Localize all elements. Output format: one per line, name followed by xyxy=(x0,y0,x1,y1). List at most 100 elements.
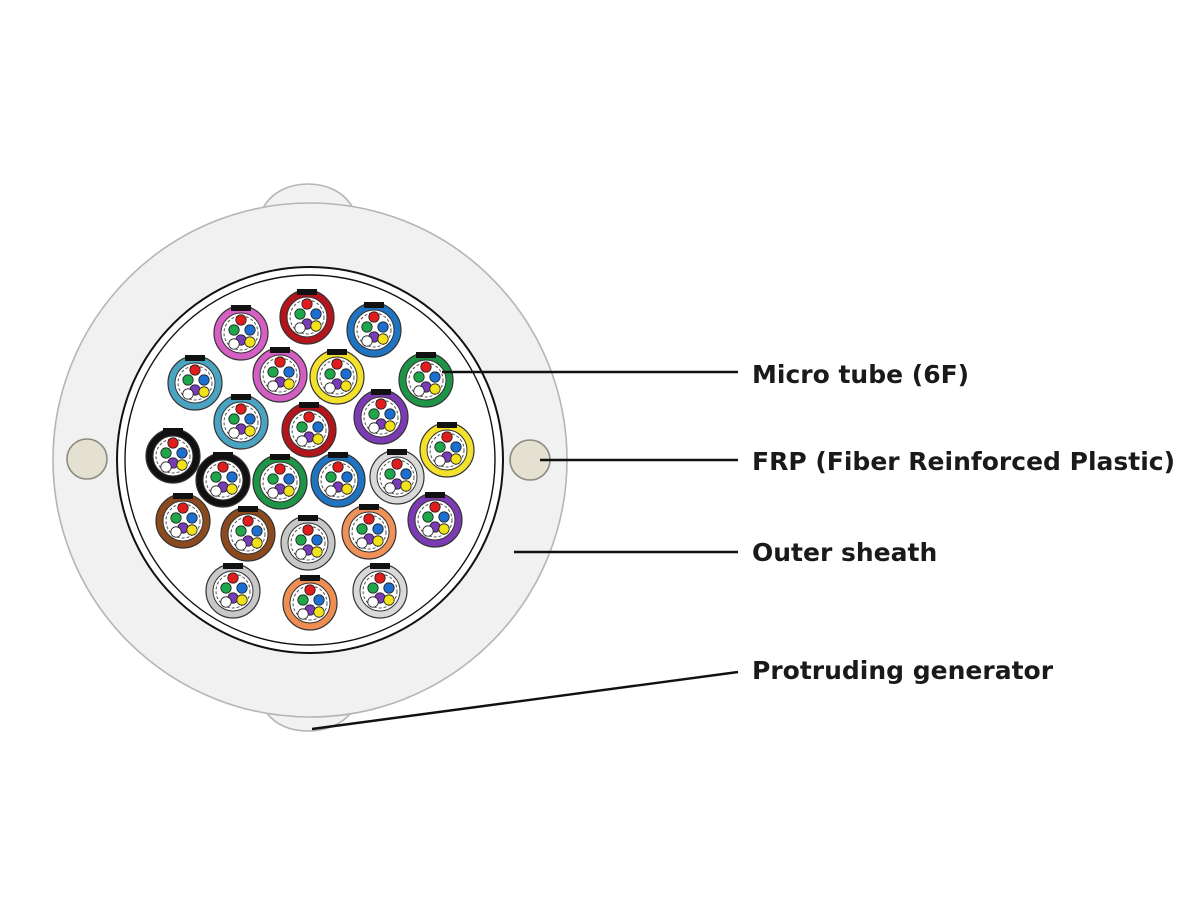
fiber xyxy=(267,473,279,485)
micro-tube-marker xyxy=(416,352,436,358)
fiber xyxy=(189,364,201,376)
micro-tube-marker xyxy=(231,305,251,311)
fiber xyxy=(294,308,306,320)
micro-tube-marker xyxy=(299,402,319,408)
micro-tube-marker xyxy=(270,454,290,460)
fiber xyxy=(251,525,263,537)
fiber xyxy=(413,371,425,383)
micro-tube xyxy=(310,452,366,508)
fiber xyxy=(167,437,179,449)
fiber xyxy=(384,420,396,432)
fiber xyxy=(429,501,441,513)
fiber xyxy=(438,511,450,523)
micro-tube-gel-ring xyxy=(408,362,444,398)
fiber xyxy=(372,535,384,547)
fiber xyxy=(186,512,198,524)
micro-tube xyxy=(341,504,397,560)
fiber xyxy=(313,594,325,606)
fiber xyxy=(356,537,368,549)
fiber xyxy=(312,433,324,445)
fiber xyxy=(176,447,188,459)
micro-tube-marker xyxy=(328,452,348,458)
micro-tube-gel-ring xyxy=(362,573,398,609)
fiber xyxy=(429,371,441,383)
fiber xyxy=(400,468,412,480)
fiber xyxy=(198,374,210,386)
fiber xyxy=(325,485,337,497)
fiber xyxy=(170,512,182,524)
micro-tube-gel-ring xyxy=(319,359,355,395)
leader-line-protruding-generator xyxy=(311,670,739,731)
fiber xyxy=(210,485,222,497)
fiber xyxy=(441,431,453,443)
label-frp: FRP (Fiber Reinforced Plastic) xyxy=(752,447,1175,476)
fiber xyxy=(413,385,425,397)
micro-tube-gel-ring xyxy=(290,525,326,561)
fiber xyxy=(420,361,432,373)
micro-tube-marker xyxy=(173,493,193,499)
fiber xyxy=(235,314,247,326)
fiber xyxy=(294,322,306,334)
micro-tube xyxy=(155,493,211,549)
fiber xyxy=(182,374,194,386)
micro-tube xyxy=(167,355,223,411)
fiber xyxy=(361,335,373,347)
fiber xyxy=(267,366,279,378)
frp-rod-left xyxy=(66,438,108,480)
micro-tube-gel-ring xyxy=(155,438,191,474)
micro-tube-marker xyxy=(231,394,251,400)
fiber xyxy=(297,594,309,606)
fiber xyxy=(434,441,446,453)
micro-tube-gel-ring xyxy=(230,516,266,552)
micro-tube-gel-ring xyxy=(215,573,251,609)
micro-tube-gel-ring xyxy=(262,357,298,393)
fiber xyxy=(311,534,323,546)
fiber xyxy=(356,523,368,535)
fiber xyxy=(274,463,286,475)
fiber xyxy=(332,461,344,473)
fiber xyxy=(228,427,240,439)
fiber xyxy=(160,447,172,459)
fiber xyxy=(217,461,229,473)
micro-tube xyxy=(419,422,475,478)
micro-tube xyxy=(398,352,454,408)
fiber xyxy=(267,380,279,392)
fiber xyxy=(295,548,307,560)
micro-tube-marker xyxy=(270,347,290,353)
micro-tube-marker xyxy=(387,449,407,455)
fiber xyxy=(341,471,353,483)
fiber xyxy=(267,487,279,499)
micro-tube xyxy=(279,289,335,345)
micro-tube-marker xyxy=(370,563,390,569)
micro-tube xyxy=(346,302,402,358)
fiber xyxy=(301,298,313,310)
fiber xyxy=(391,458,403,470)
fiber xyxy=(340,380,352,392)
fiber xyxy=(235,525,247,537)
fiber xyxy=(296,435,308,447)
fiber xyxy=(160,461,172,473)
micro-tube-gel-ring xyxy=(351,514,387,550)
fiber xyxy=(310,320,322,332)
fiber xyxy=(341,483,353,495)
fiber xyxy=(438,523,450,535)
label-micro-tube: Micro tube (6F) xyxy=(752,360,969,389)
micro-tube xyxy=(220,506,276,562)
fiber xyxy=(220,582,232,594)
fiber xyxy=(283,378,295,390)
fiber xyxy=(283,485,295,497)
micro-tube xyxy=(309,349,365,405)
micro-tube-gel-ring xyxy=(292,585,328,621)
micro-tube-marker xyxy=(359,504,379,510)
micro-tube-marker xyxy=(327,349,347,355)
fiber xyxy=(429,383,441,395)
fiber xyxy=(383,594,395,606)
micro-tube-marker xyxy=(300,575,320,581)
fiber xyxy=(182,388,194,400)
micro-tube-marker xyxy=(298,515,318,521)
fiber xyxy=(176,459,188,471)
fiber xyxy=(384,408,396,420)
micro-tube xyxy=(369,449,425,505)
micro-tube xyxy=(195,452,251,508)
fiber xyxy=(242,515,254,527)
